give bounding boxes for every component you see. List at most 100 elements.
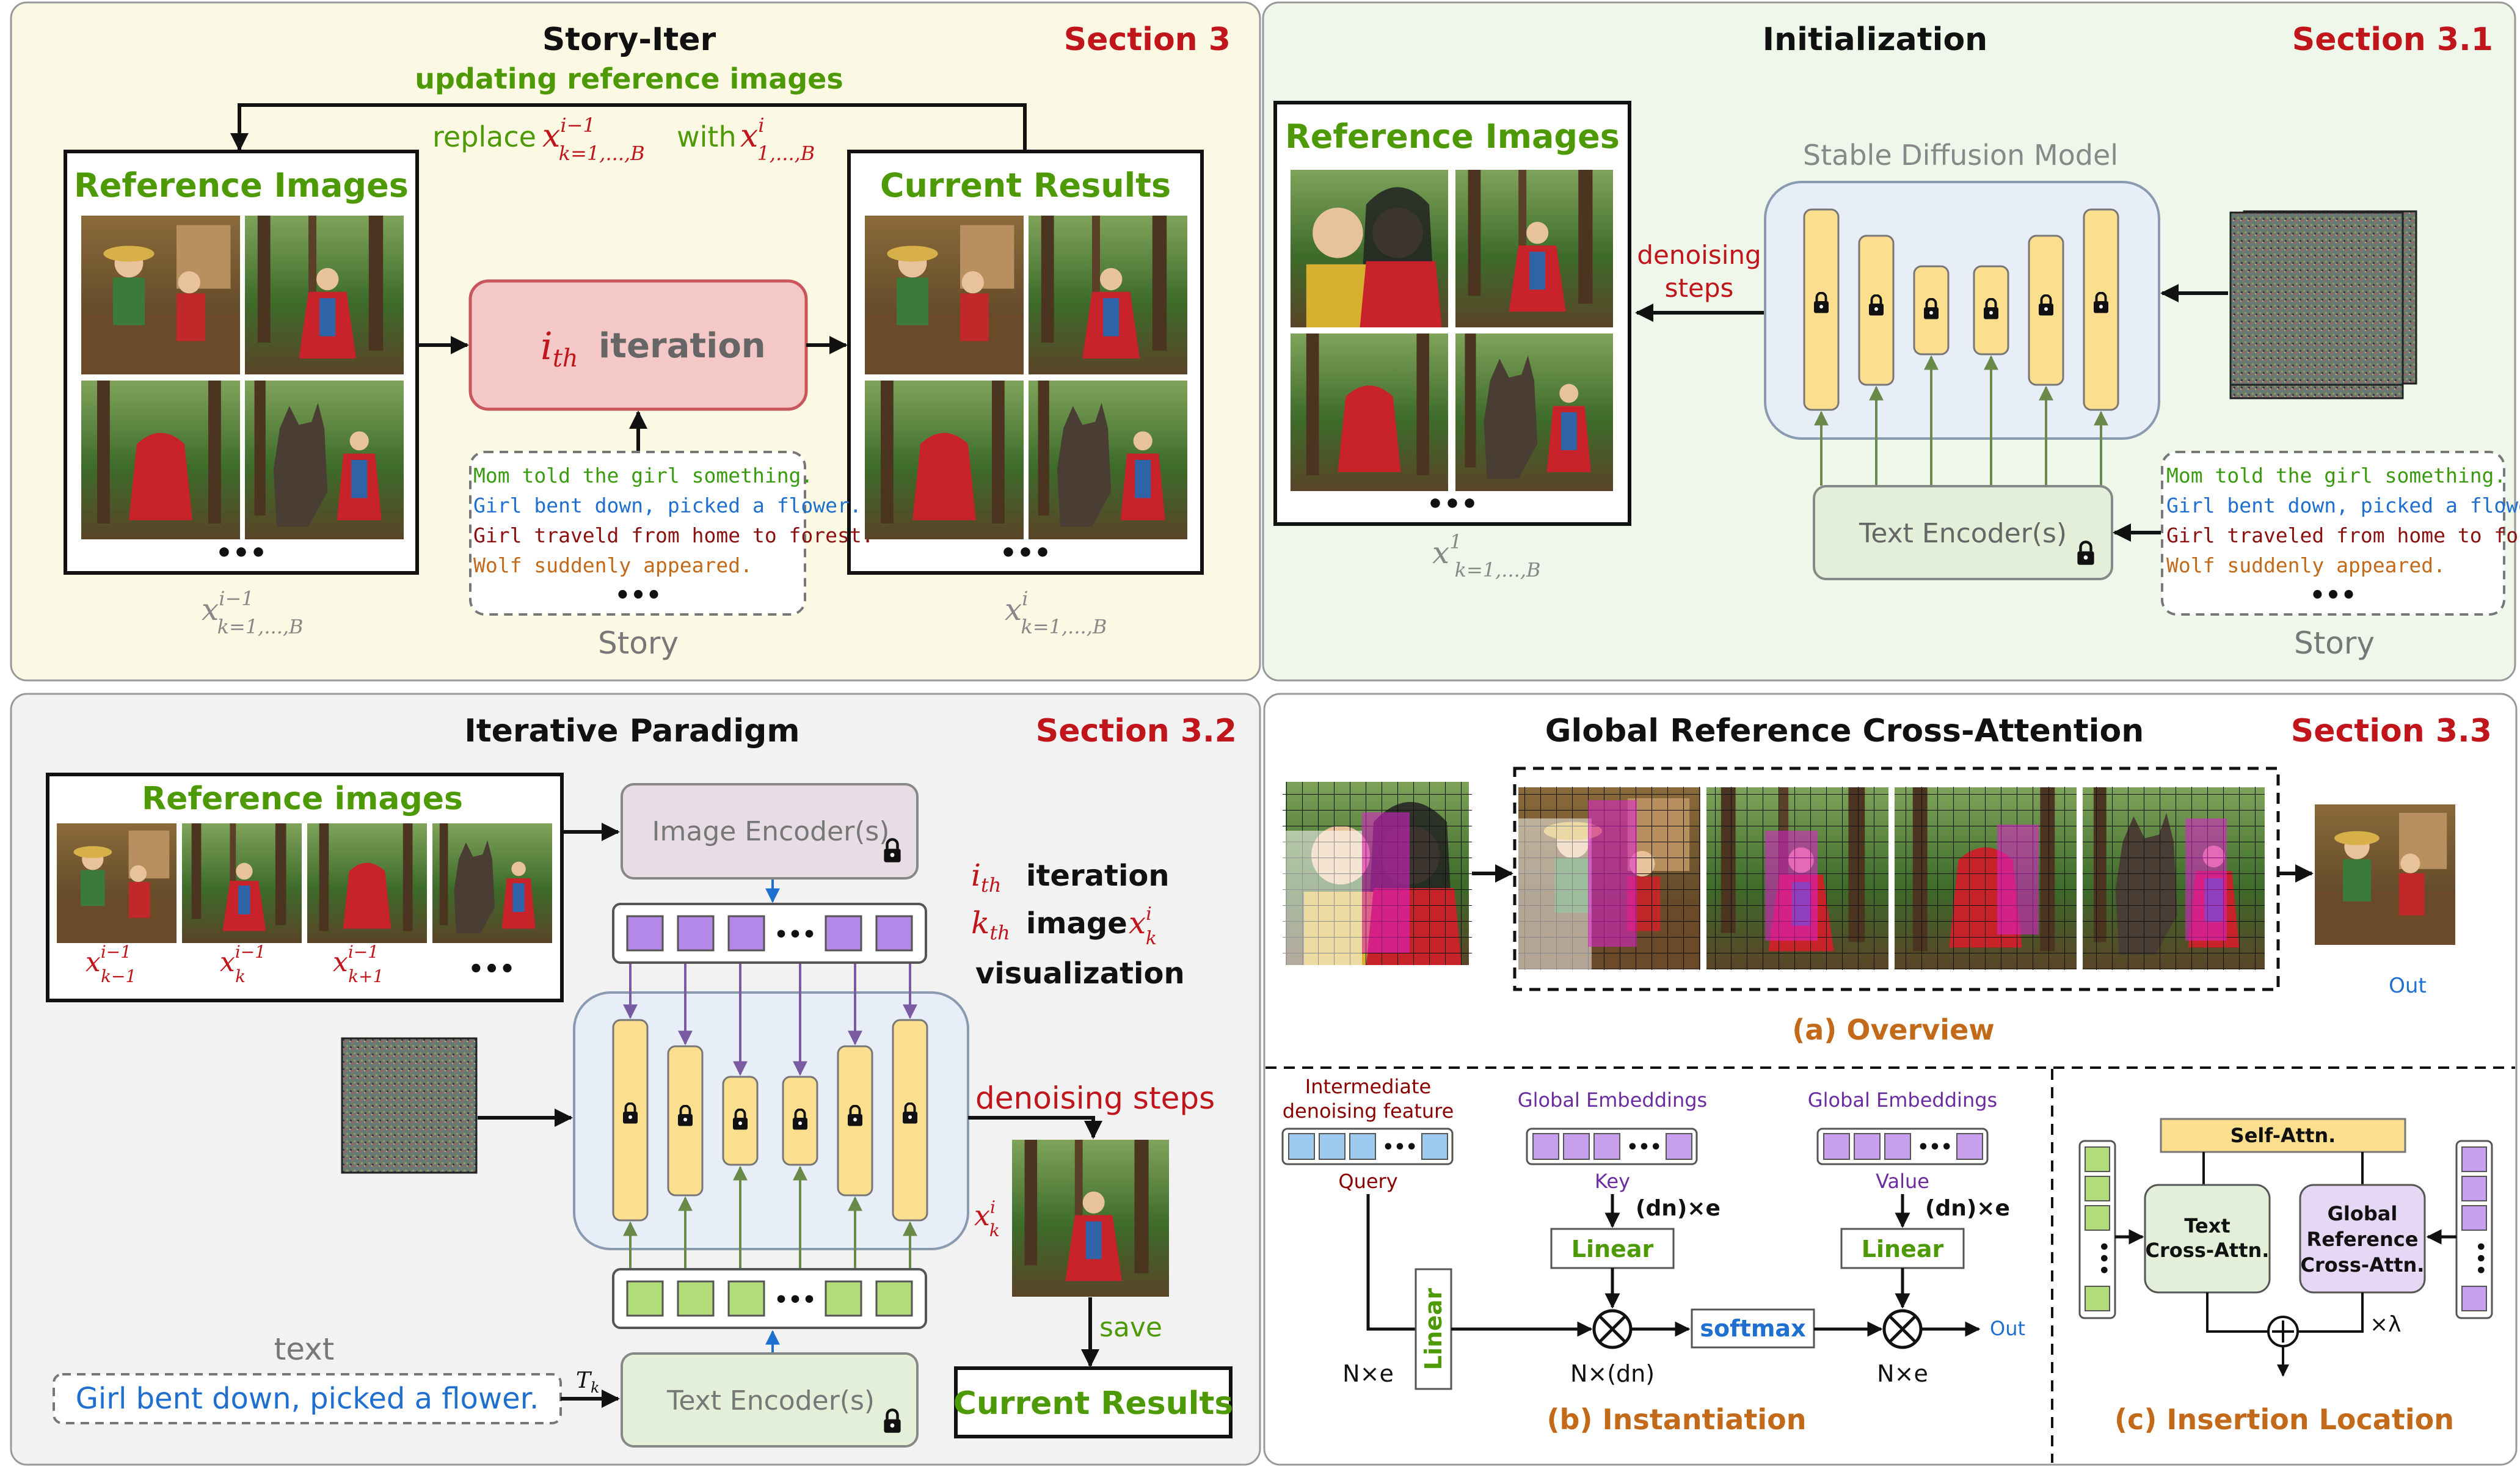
- token: [2461, 1146, 2487, 1172]
- output-image: [1012, 1140, 1169, 1297]
- attention-highlight: [1765, 831, 1818, 941]
- token: [2461, 1286, 2487, 1311]
- iteration-label: iteration: [1026, 859, 1170, 893]
- text-tokens: [626, 1280, 913, 1317]
- grid-overlay: [1895, 787, 2077, 970]
- out-label-2: Out: [1990, 1317, 2025, 1340]
- noise-image: [341, 1037, 478, 1174]
- overview-caption: (a) Overview: [1792, 1013, 1995, 1046]
- linear-query-box: [1415, 1268, 1452, 1390]
- unet-blocks: [1803, 208, 2119, 411]
- steps-label: steps: [1665, 273, 1734, 303]
- panel-title: Global Reference Cross-Attention: [1545, 713, 2144, 749]
- token: [677, 1280, 715, 1317]
- ellipsis: •••: [1382, 1137, 1418, 1158]
- times-lambda: ×λ: [2370, 1312, 2401, 1337]
- multiply-cross: [1889, 1316, 1916, 1343]
- ellipsis: •••: [2469, 1241, 2491, 1276]
- reference-images-label: Reference Images: [1285, 117, 1620, 156]
- value-label: Value: [1876, 1170, 1929, 1193]
- text-cross-attn-label-1: Text: [2184, 1214, 2230, 1237]
- query-line: [1366, 1194, 1416, 1331]
- token: [2085, 1176, 2110, 1201]
- ref-image-4: [432, 823, 552, 943]
- ref-image-1: [81, 216, 240, 374]
- with-text: with: [677, 120, 737, 153]
- ellipsis: •••: [774, 1288, 816, 1313]
- story-label: Story: [598, 625, 679, 661]
- init-image-1: [1291, 170, 1448, 327]
- ellipsis: •••: [1427, 489, 1478, 520]
- token: [875, 915, 913, 952]
- panel-title: Iterative Paradigm: [464, 713, 799, 749]
- token: [2085, 1146, 2110, 1172]
- stable-diffusion-label: Stable Diffusion Model: [1803, 139, 2118, 172]
- story-line-4: Wolf suddenly appeared.: [2166, 553, 2445, 577]
- ellipsis: •••: [774, 922, 816, 947]
- grid-highlight: [1283, 831, 1362, 965]
- cur-image-1: [865, 216, 1024, 374]
- ellipsis: •••: [216, 537, 267, 569]
- text-label: text: [274, 1332, 335, 1367]
- init-image-4: [1455, 333, 1613, 491]
- panel-story-iter: Story-Iter Section 3 updating reference …: [10, 1, 1261, 682]
- replace-text: replace: [432, 120, 536, 153]
- image-conditioning-arrows: [623, 964, 917, 1076]
- ref-image-3: [81, 381, 240, 539]
- linear-query-label: Linear: [1420, 1288, 1447, 1371]
- ellipsis: •••: [2310, 581, 2357, 610]
- image-tokens: [626, 915, 913, 952]
- text-cross-attn-label-2: Cross-Attn.: [2146, 1239, 2270, 1262]
- story-line-2: Girl bent down, picked a flower.: [2166, 494, 2520, 517]
- linear-value-box: [1840, 1228, 1965, 1269]
- reference-images-label: Reference Images: [74, 166, 409, 205]
- text-conditioning-arrows: [623, 1165, 917, 1269]
- instantiation-caption: (b) Instantiation: [1547, 1403, 1807, 1436]
- current-results-box: [954, 1366, 1233, 1438]
- out-image: [2315, 804, 2455, 945]
- query-image: [1283, 782, 1472, 965]
- attention-highlight: [2185, 818, 2227, 941]
- section-label: Section 3.2: [1036, 713, 1237, 749]
- token: [1421, 1133, 1448, 1160]
- attention-highlight: [1362, 812, 1410, 953]
- text-conditioning-arrows: [1814, 355, 2108, 486]
- story-box: [469, 451, 806, 616]
- current-results-label: Current Results: [953, 1385, 1234, 1422]
- connector: [2206, 1292, 2267, 1333]
- ref-image-3: [307, 823, 427, 943]
- story-line-4: Wolf suddenly appeared.: [473, 553, 752, 577]
- token: [2461, 1205, 2487, 1231]
- section-label: Section 3.3: [2291, 713, 2492, 749]
- image-encoder-box: [621, 783, 919, 880]
- token: [1288, 1133, 1315, 1160]
- text-encoder-label: Text Encoder(s): [666, 1385, 875, 1416]
- connector: [2299, 1292, 2364, 1333]
- reference-key-images: [1518, 787, 2265, 970]
- token: [1884, 1133, 1911, 1160]
- reference-images-label: Reference images: [142, 781, 463, 817]
- token: [875, 1280, 913, 1317]
- panel-iterative-paradigm: Iterative Paradigm Section 3.2 Reference…: [10, 693, 1261, 1466]
- ellipsis: •••: [615, 581, 662, 610]
- add-cross: [2272, 1321, 2294, 1343]
- update-arrow: [230, 103, 1027, 151]
- panel-title: Story-Iter: [542, 21, 716, 58]
- intermediate-label-2: denoising feature: [1283, 1099, 1454, 1123]
- arrow: [968, 1116, 1102, 1139]
- denoising-label: denoising: [1637, 240, 1761, 270]
- dn-e-key: (dn)×e: [1636, 1196, 1721, 1221]
- story-line-2: Girl bent down, picked a flower.: [473, 494, 862, 517]
- softmax-label: softmax: [1700, 1315, 1805, 1342]
- n-e-label-2: N×e: [1877, 1360, 1928, 1387]
- save-label: save: [1099, 1312, 1162, 1343]
- token: [2085, 1205, 2110, 1231]
- token: [1532, 1133, 1559, 1160]
- section-label: Section 3.1: [2292, 21, 2493, 58]
- denoising-steps-label: denoising steps: [975, 1080, 1215, 1116]
- init-image-3: [1291, 333, 1448, 491]
- token: [1823, 1133, 1850, 1160]
